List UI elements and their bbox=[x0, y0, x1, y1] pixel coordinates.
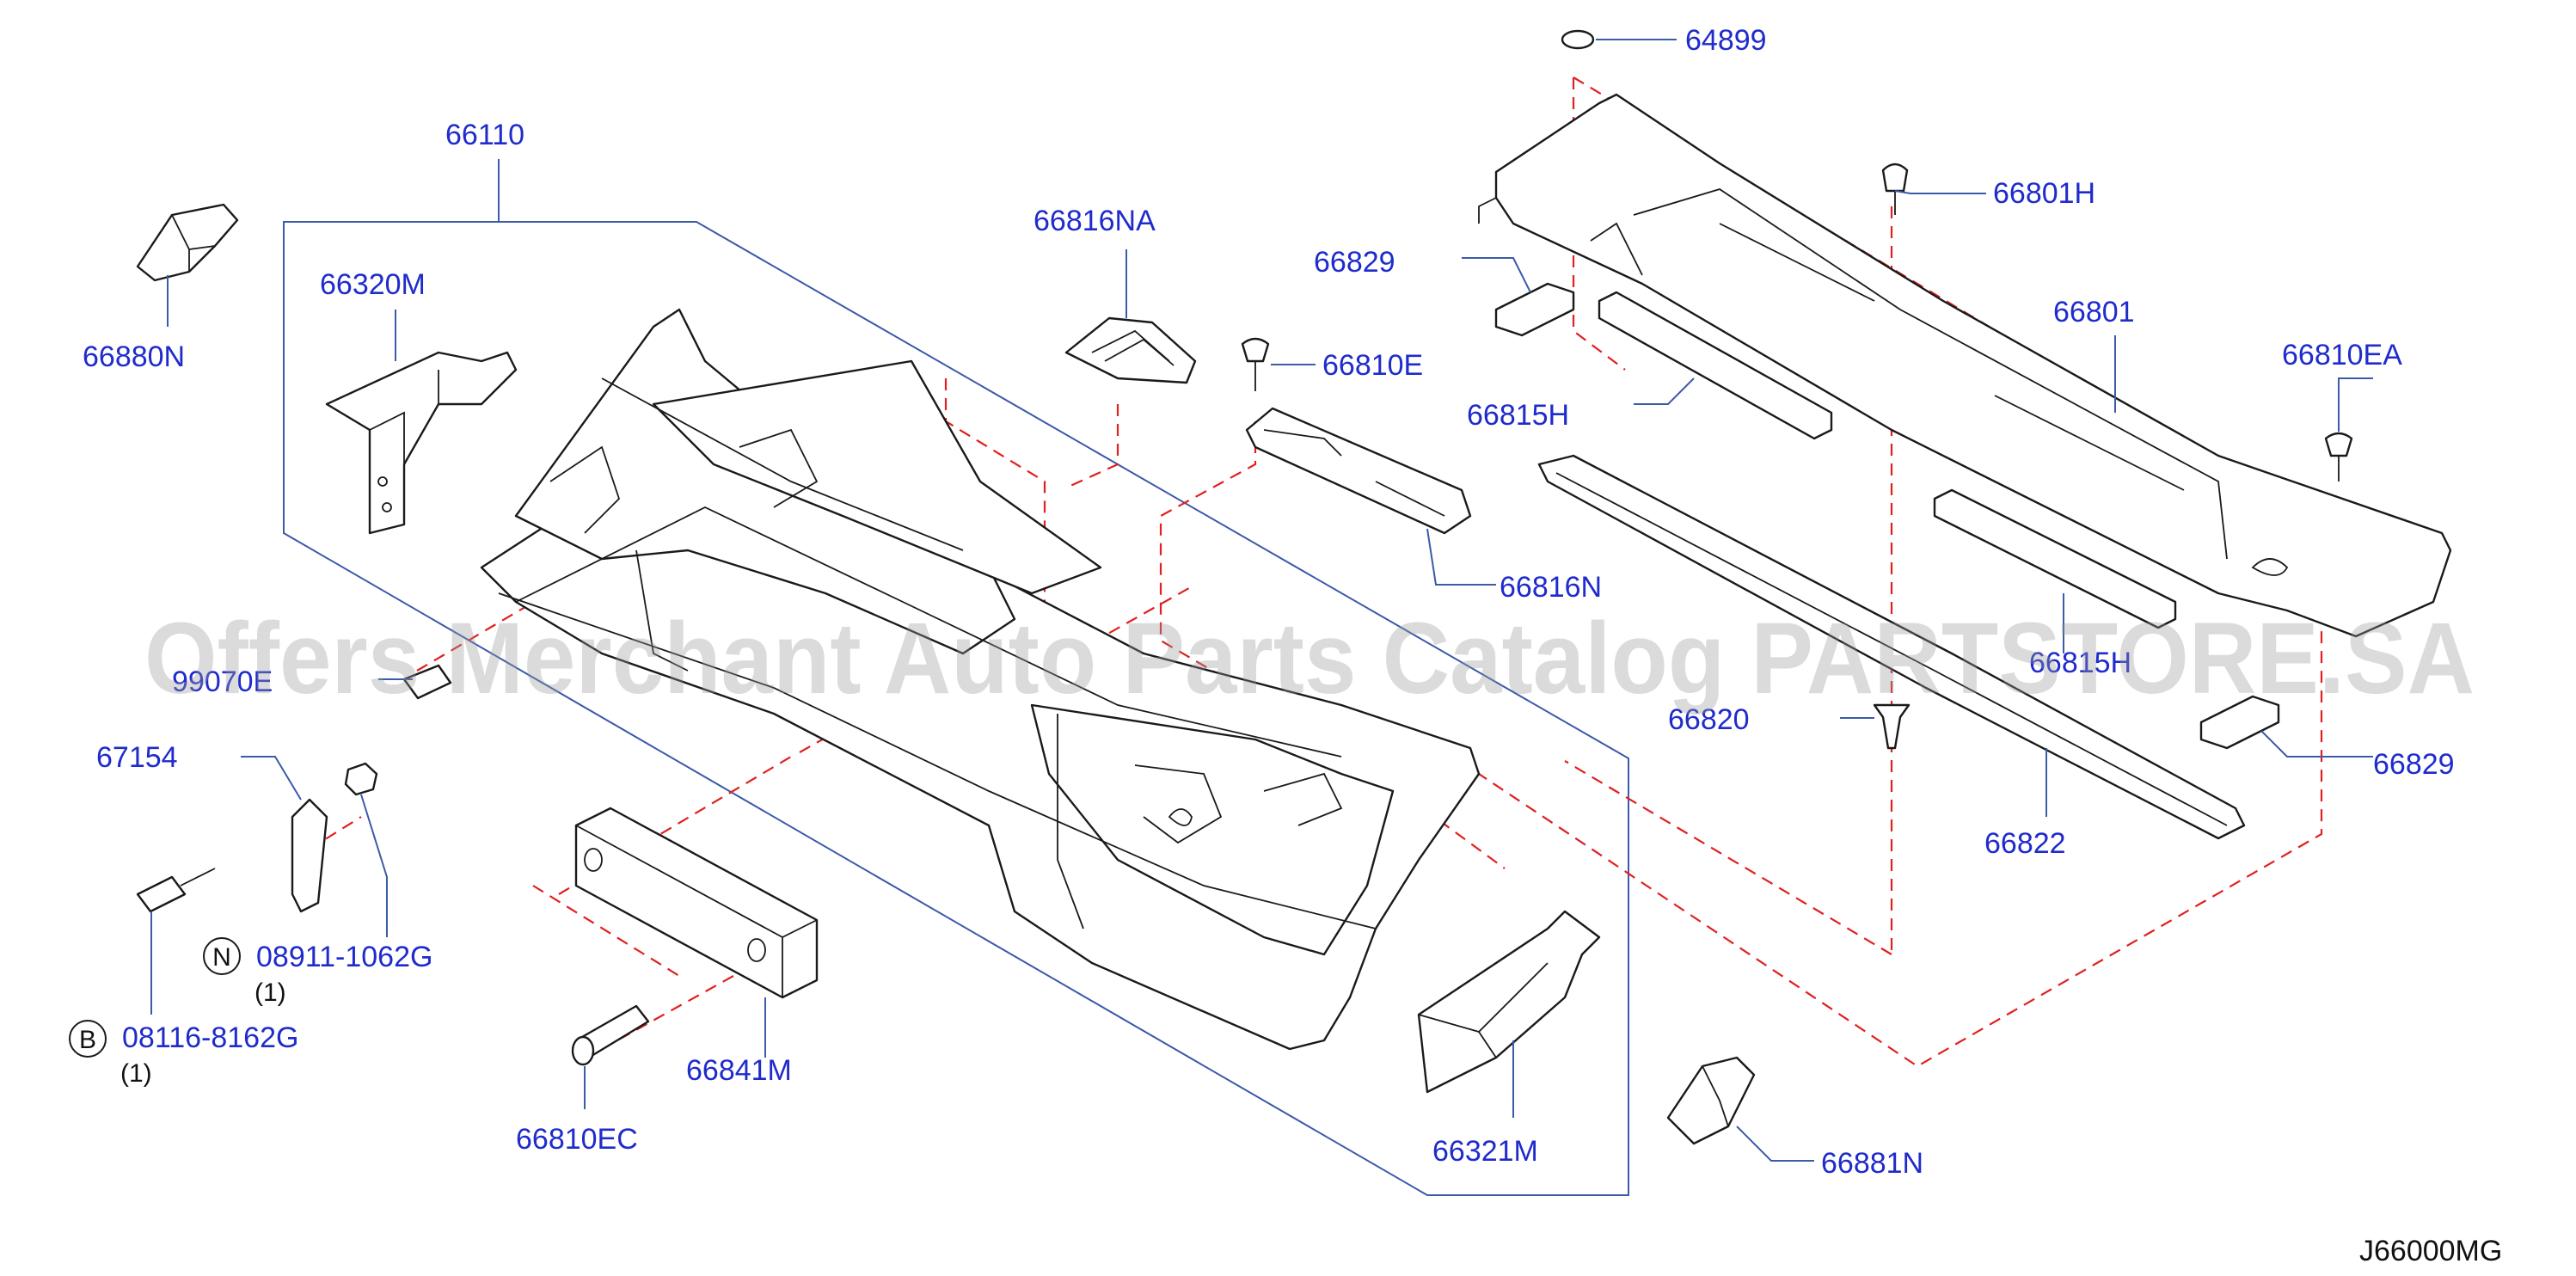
label-66829-right[interactable]: 66829 bbox=[2373, 748, 2455, 781]
clip-66810EC bbox=[571, 1004, 650, 1066]
bracket-67154 bbox=[291, 798, 328, 913]
seal-66815H-mid bbox=[1933, 488, 2177, 629]
label-66810EC[interactable]: 66810EC bbox=[516, 1123, 638, 1156]
label-99070E[interactable]: 99070E bbox=[172, 666, 273, 698]
label-66810E[interactable]: 66810E bbox=[1322, 349, 1423, 382]
watermark-text: Offers Merchant Auto Parts Catalog PARTS… bbox=[144, 602, 2475, 715]
clip-66820 bbox=[1873, 703, 1911, 750]
label-08116-8162G[interactable]: 08116-8162G bbox=[122, 1021, 298, 1054]
nut-08911 bbox=[344, 762, 378, 796]
grille-66816N bbox=[1245, 407, 1472, 535]
circled-b-letter: B bbox=[79, 1026, 96, 1054]
member-66822 bbox=[1537, 454, 2246, 840]
qty-08911: (1) bbox=[255, 978, 286, 1007]
label-66815H-mid[interactable]: 66815H bbox=[2029, 647, 2131, 679]
label-66841M[interactable]: 66841M bbox=[686, 1054, 792, 1087]
label-66881N[interactable]: 66881N bbox=[1821, 1147, 1923, 1180]
clip-66801H bbox=[1881, 163, 1909, 215]
circled-n-letter: N bbox=[212, 943, 231, 972]
part-labels: 64899 66110 66801H 66816NA 66829 66801 6… bbox=[83, 24, 2455, 1180]
label-67154[interactable]: 67154 bbox=[96, 741, 178, 774]
label-66822[interactable]: 66822 bbox=[1984, 827, 2066, 860]
grommet-64899 bbox=[1561, 29, 1595, 50]
label-66320M[interactable]: 66320M bbox=[320, 268, 426, 301]
label-66816N[interactable]: 66816N bbox=[1500, 571, 1602, 604]
clip-99070E bbox=[402, 664, 452, 700]
dash-panel-66110 bbox=[480, 308, 1481, 1051]
bracket-66320M bbox=[325, 351, 518, 535]
label-66810EA[interactable]: 66810EA bbox=[2282, 339, 2402, 371]
leader-lines bbox=[150, 39, 2373, 1162]
label-66820[interactable]: 66820 bbox=[1668, 703, 1750, 736]
label-66829-top[interactable]: 66829 bbox=[1314, 246, 1395, 279]
diagram-code: J66000MG bbox=[2359, 1235, 2502, 1267]
clip-66810EA bbox=[2324, 432, 2353, 482]
seal-66829-top bbox=[1494, 282, 1575, 337]
bolt-08116 bbox=[136, 868, 216, 913]
insulator-66881N bbox=[1666, 1056, 1756, 1145]
bracket-66321M bbox=[1417, 910, 1601, 1094]
seal-66815H-top bbox=[1598, 291, 1833, 440]
label-66880N[interactable]: 66880N bbox=[83, 340, 185, 373]
cowl-top-66801 bbox=[1478, 93, 2452, 638]
label-66110[interactable]: 66110 bbox=[445, 119, 524, 151]
seal-66829-right bbox=[2199, 695, 2280, 750]
grille-66816NA bbox=[1064, 316, 1197, 384]
insulator-66880N bbox=[136, 203, 239, 282]
group-frame-66110 bbox=[283, 221, 1629, 1196]
label-64899[interactable]: 64899 bbox=[1685, 24, 1767, 57]
circled-n-badge: N bbox=[203, 937, 241, 975]
circled-b-badge: B bbox=[69, 1020, 107, 1058]
label-66801H[interactable]: 66801H bbox=[1993, 177, 2095, 210]
block-66841M bbox=[574, 807, 819, 999]
label-66801[interactable]: 66801 bbox=[2053, 296, 2135, 328]
label-66321M[interactable]: 66321M bbox=[1432, 1135, 1538, 1168]
clip-66810E bbox=[1241, 337, 1270, 391]
qty-08116: (1) bbox=[120, 1059, 152, 1088]
label-66816NA[interactable]: 66816NA bbox=[1033, 205, 1156, 237]
label-08911-1062G[interactable]: 08911-1062G bbox=[256, 941, 432, 973]
label-66815H-top[interactable]: 66815H bbox=[1467, 399, 1569, 432]
